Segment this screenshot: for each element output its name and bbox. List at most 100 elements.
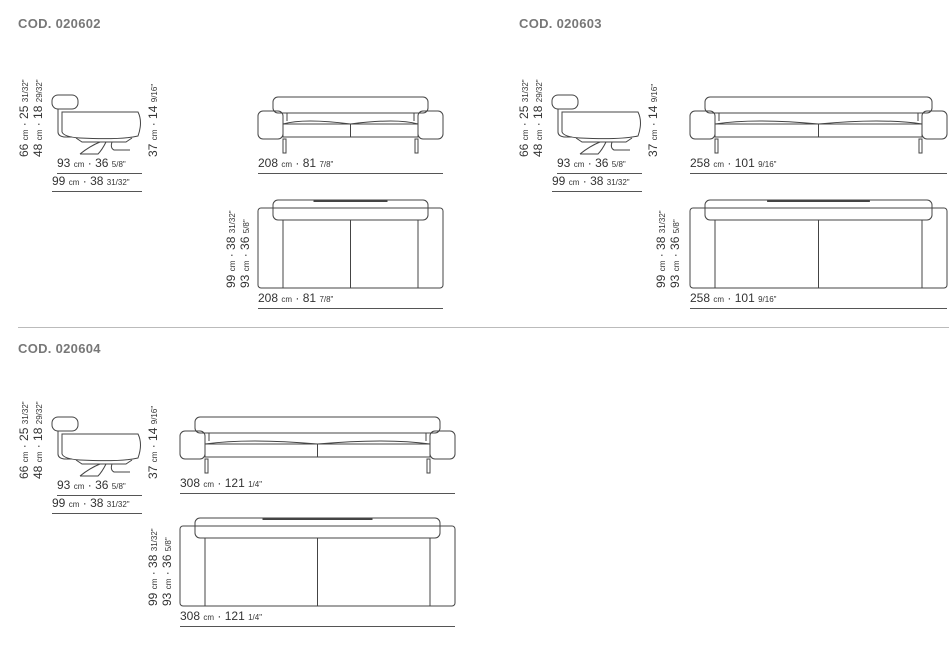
- top-depth-dim-part: 38: [224, 236, 238, 250]
- side-seat-height-dim-part: 18: [31, 105, 45, 119]
- side-depth-dim-part: ·: [582, 174, 587, 188]
- top-seat-depth-dim-part: 5/8": [672, 219, 681, 234]
- top-width-dim-part: cm: [203, 613, 215, 622]
- top-depth-dim-part: 99: [146, 592, 160, 606]
- side-height-dim-part: 31/32": [21, 401, 30, 425]
- side-seat-height-dim-part: 18: [531, 105, 545, 119]
- side-height-dim-part: 31/32": [21, 79, 30, 103]
- side-seat-depth-dim-part: ·: [587, 156, 592, 170]
- side-seat-height-dim-part: 29/32": [35, 79, 44, 103]
- side-depth-dim-part: 31/32": [606, 178, 630, 187]
- top-depth-dim-part: cm: [228, 260, 237, 272]
- top-seat-depth-dim-part: ·: [668, 253, 682, 258]
- top-view-drawing: [179, 517, 456, 607]
- top-seat-depth-dim-part: cm: [164, 578, 173, 590]
- front-view-drawing: [689, 96, 948, 154]
- top-width-dim-part: cm: [713, 295, 725, 304]
- side-armrest-height-dim: 37 cm · 14 9/16": [146, 406, 161, 479]
- side-height-dim-part: 66: [517, 143, 531, 157]
- side-height-dim-part: 25: [17, 105, 31, 119]
- side-seat-depth-dim-part: cm: [573, 160, 585, 169]
- side-seat-depth-dim-part: cm: [73, 160, 85, 169]
- side-seat-depth-dim: 93 cm · 36 5/8": [557, 157, 642, 174]
- top-depth-dim-part: 99: [654, 274, 668, 288]
- front-width-dim-part: 121: [224, 476, 245, 490]
- top-width-dim-part: 1/4": [248, 613, 263, 622]
- product-code: COD. 020602: [18, 16, 101, 31]
- side-seat-height-dim-part: 29/32": [535, 79, 544, 103]
- top-depth-dim-part: 31/32": [658, 210, 667, 234]
- side-depth-dim: 99 cm · 38 31/32": [552, 175, 642, 192]
- side-armrest-height-dim-part: 14: [646, 105, 660, 119]
- side-depth-dim-part: 99: [52, 174, 66, 188]
- side-armrest-height-dim-part: 9/16": [650, 83, 659, 103]
- side-depth-dim-part: ·: [82, 496, 87, 510]
- side-armrest-height-dim-part: 14: [146, 105, 160, 119]
- top-depth-dim: 99 cm · 38 31/32": [654, 210, 669, 288]
- top-depth-dim-part: cm: [150, 578, 159, 590]
- top-width-dim-part: cm: [281, 295, 293, 304]
- top-depth-dim-part: ·: [224, 253, 238, 258]
- top-depth-dim: 99 cm · 38 31/32": [224, 210, 239, 288]
- side-height-dim-part: cm: [21, 451, 30, 463]
- top-depth-dim-part: 31/32": [150, 528, 159, 552]
- side-seat-height-dim-part: 18: [31, 427, 45, 441]
- side-height-dim: 66 cm · 25 31/32": [517, 79, 532, 157]
- side-armrest-height-dim-part: 37: [146, 465, 160, 479]
- top-seat-depth-dim: 93 cm · 36 5/8": [668, 219, 683, 288]
- side-depth-dim-part: 99: [552, 174, 566, 188]
- side-height-dim: 66 cm · 25 31/32": [17, 79, 32, 157]
- side-height-dim-part: 31/32": [521, 79, 530, 103]
- side-seat-depth-dim-part: 93: [57, 156, 71, 170]
- top-width-dim-part: 258: [690, 291, 711, 305]
- top-depth-dim-part: 38: [146, 554, 160, 568]
- top-seat-depth-dim-part: 93: [160, 592, 174, 606]
- top-seat-depth-dim-part: 5/8": [242, 219, 251, 234]
- top-width-dim: 208 cm · 81 7/8": [258, 292, 443, 309]
- side-seat-depth-dim-part: 93: [557, 156, 571, 170]
- product-code: COD. 020604: [18, 341, 101, 356]
- top-seat-depth-dim-part: ·: [160, 571, 174, 576]
- side-depth-dim-part: 31/32": [106, 500, 130, 509]
- side-seat-depth-dim-part: ·: [87, 156, 92, 170]
- side-seat-depth-dim-part: 36: [595, 156, 609, 170]
- side-armrest-height-dim-part: 9/16": [150, 83, 159, 103]
- side-seat-depth-dim-part: 5/8": [111, 482, 126, 491]
- side-seat-height-dim-part: cm: [35, 129, 44, 141]
- top-depth-dim-part: cm: [658, 260, 667, 272]
- front-width-dim-part: cm: [203, 480, 215, 489]
- side-seat-height-dim: 48 cm · 18 29/32": [531, 79, 546, 157]
- side-armrest-height-dim-part: 37: [146, 143, 160, 157]
- front-width-dim-part: 208: [258, 156, 279, 170]
- side-depth-dim: 99 cm · 38 31/32": [52, 497, 142, 514]
- product-code: COD. 020603: [519, 16, 602, 31]
- side-height-dim-part: ·: [17, 122, 31, 127]
- top-seat-depth-dim-part: 5/8": [164, 537, 173, 552]
- side-height-dim-part: cm: [21, 129, 30, 141]
- front-width-dim-part: 81: [302, 156, 317, 170]
- top-seat-depth-dim: 93 cm · 36 5/8": [238, 219, 253, 288]
- side-seat-height-dim: 48 cm · 18 29/32": [31, 401, 46, 479]
- side-view-drawing: [551, 94, 641, 155]
- side-seat-depth-dim: 93 cm · 36 5/8": [57, 157, 142, 174]
- top-width-dim-part: 121: [224, 609, 245, 623]
- top-seat-depth-dim-part: cm: [242, 260, 251, 272]
- side-seat-depth-dim-part: cm: [73, 482, 85, 491]
- side-armrest-height-dim: 37 cm · 14 9/16": [146, 83, 161, 157]
- side-seat-height-dim-part: cm: [35, 451, 44, 463]
- front-width-dim-part: cm: [281, 160, 293, 169]
- side-view-drawing: [51, 416, 141, 477]
- front-view-drawing: [257, 96, 444, 154]
- top-width-dim-part: 101: [734, 291, 755, 305]
- side-height-dim-part: 66: [17, 465, 31, 479]
- side-armrest-height-dim-part: 14: [146, 427, 160, 441]
- side-seat-depth-dim-part: 5/8": [611, 160, 626, 169]
- top-width-dim-part: ·: [217, 609, 222, 623]
- front-width-dim-part: 1/4": [248, 480, 263, 489]
- top-seat-depth-dim-part: cm: [672, 260, 681, 272]
- front-width-dim: 208 cm · 81 7/8": [258, 157, 443, 174]
- top-view-drawing: [257, 199, 444, 289]
- side-height-dim: 66 cm · 25 31/32": [17, 401, 32, 479]
- top-seat-depth-dim-part: ·: [238, 253, 252, 258]
